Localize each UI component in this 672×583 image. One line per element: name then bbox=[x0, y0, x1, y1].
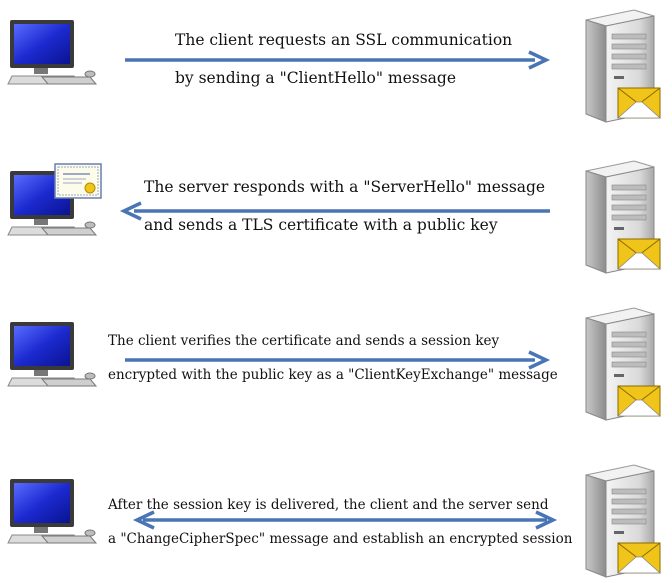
computer-icon bbox=[7, 479, 98, 544]
server-icon bbox=[585, 160, 662, 274]
envelope-icon bbox=[616, 87, 662, 119]
envelope-icon bbox=[616, 238, 662, 270]
step-4: After the session key is delivered, the … bbox=[0, 455, 672, 583]
arrow-to-client bbox=[119, 201, 550, 221]
server-icon bbox=[585, 9, 662, 123]
step-text-line1: The server responds with a "ServerHello"… bbox=[144, 178, 546, 196]
step-3: The client verifies the certificate and … bbox=[0, 300, 672, 435]
step-1: The client requests an SSL communication… bbox=[0, 0, 672, 130]
computer-icon bbox=[7, 322, 98, 387]
envelope-icon bbox=[616, 542, 662, 574]
server-icon bbox=[585, 464, 662, 578]
arrow-to-server bbox=[125, 50, 551, 70]
step-text-line2: and sends a TLS certificate with a publi… bbox=[144, 216, 498, 234]
computer-icon bbox=[7, 20, 98, 85]
step-text-line1: After the session key is delivered, the … bbox=[108, 497, 549, 513]
step-text-line1: The client requests an SSL communication bbox=[175, 31, 513, 49]
server-icon bbox=[585, 307, 662, 421]
arrow-bidirectional bbox=[132, 510, 558, 530]
step-text-line2: by sending a "ClientHello" message bbox=[175, 69, 456, 87]
certificate-icon bbox=[54, 163, 102, 199]
step-2: The server responds with a "ServerHello"… bbox=[0, 145, 672, 280]
step-text-line2: a "ChangeCipherSpec" message and establi… bbox=[108, 531, 573, 547]
step-text-line1: The client verifies the certificate and … bbox=[108, 333, 500, 349]
arrow-to-server bbox=[125, 350, 551, 370]
step-text-line2: encrypted with the public key as a "Clie… bbox=[108, 367, 558, 383]
envelope-icon bbox=[616, 385, 662, 417]
